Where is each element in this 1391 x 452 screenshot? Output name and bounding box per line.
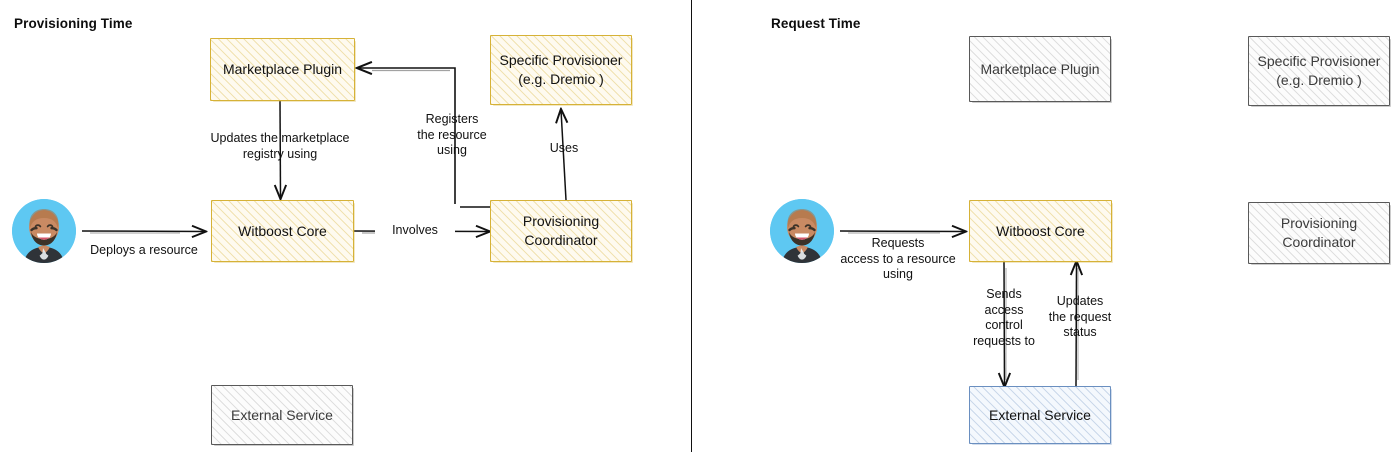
avatar-illustration: [770, 199, 834, 263]
node-external-service[interactable]: External Service: [969, 386, 1112, 445]
node-witboost-core[interactable]: Witboost Core: [969, 200, 1113, 263]
edge-label-updates-status: Updates the request status: [1048, 294, 1112, 339]
node-label: Provisioning Coordinator: [522, 213, 600, 248]
node-label: Marketplace Plugin: [980, 60, 1100, 77]
node-provisioning-coordinator[interactable]: Provisioning Coordinator: [1248, 202, 1391, 265]
node-label: Specific Provisioner (e.g. Dremio ): [1257, 53, 1381, 88]
node-label: Witboost Core: [238, 222, 327, 239]
user-avatar: [770, 199, 834, 263]
panel-title-request: Request Time: [771, 16, 861, 31]
node-label: External Service: [231, 406, 333, 423]
avatar-illustration: [12, 199, 76, 263]
node-witboost-core[interactable]: Witboost Core: [211, 200, 355, 263]
edge-label-deploys: Deploys a resource: [90, 243, 198, 257]
node-label: External Service: [989, 406, 1091, 423]
user-avatar: [12, 199, 76, 263]
edge-label-uses: Uses: [549, 141, 579, 155]
node-label: Witboost Core: [996, 222, 1085, 239]
node-specific-provisioner[interactable]: Specific Provisioner (e.g. Dremio ): [490, 35, 633, 106]
edge-label-registers: Registers the resource using: [417, 112, 487, 157]
node-marketplace-plugin[interactable]: Marketplace Plugin: [969, 36, 1112, 103]
edge-label-involves: Involves: [375, 223, 455, 239]
panel-divider: [691, 0, 692, 452]
edge-label-updates-registry: Updates the marketplace registry using: [210, 131, 350, 161]
edge-label-requests-access: Requests access to a resource using: [840, 236, 956, 281]
node-specific-provisioner[interactable]: Specific Provisioner (e.g. Dremio ): [1248, 36, 1391, 107]
node-label: Provisioning Coordinator: [1280, 215, 1358, 250]
edge-label-sends-access: Sends access control requests to: [973, 287, 1035, 348]
node-provisioning-coordinator[interactable]: Provisioning Coordinator: [490, 200, 633, 263]
panel-title-provisioning: Provisioning Time: [14, 16, 133, 31]
node-label: Specific Provisioner (e.g. Dremio ): [499, 52, 623, 87]
node-external-service[interactable]: External Service: [211, 385, 354, 446]
node-marketplace-plugin[interactable]: Marketplace Plugin: [210, 38, 356, 102]
node-label: Marketplace Plugin: [222, 61, 343, 77]
